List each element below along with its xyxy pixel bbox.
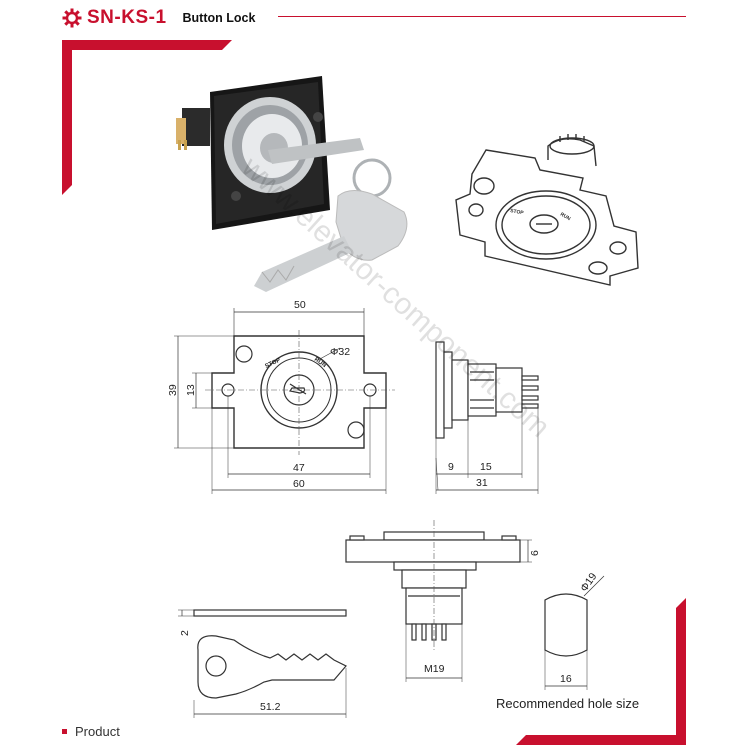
- footer: Product: [62, 724, 120, 739]
- dim-front-inner-width: 47: [293, 462, 305, 474]
- front-view: [174, 308, 395, 494]
- top-view: [345, 520, 532, 682]
- page-header: SN-KS-1 Button Lock: [62, 4, 255, 32]
- product-photo: [176, 76, 408, 292]
- gear-icon: [62, 8, 82, 28]
- footer-bullet-icon: [62, 729, 67, 734]
- dim-side-a: 9: [448, 461, 454, 473]
- dim-front-width-top: 50: [294, 299, 306, 311]
- isometric-drawing: [455, 134, 639, 286]
- dim-key-thickness: 2: [179, 630, 191, 636]
- key-drawing: [178, 609, 347, 718]
- dim-front-height: 39: [167, 384, 179, 396]
- header-rule: [278, 16, 686, 17]
- red-frame-bottom-right: [516, 598, 686, 745]
- model-number: SN-KS-1: [87, 7, 167, 28]
- dim-side-b: 15: [480, 461, 492, 473]
- dim-front-total-width: 60: [293, 478, 305, 490]
- hole-caption: Recommended hole size: [496, 696, 640, 711]
- dim-front-diameter: Φ32: [330, 346, 350, 358]
- footer-label: Product: [75, 724, 120, 739]
- dim-front-hole-spacing: 13: [185, 384, 197, 396]
- dim-bottom-plate: 6: [529, 550, 541, 556]
- dim-hole-diameter: Φ19: [578, 571, 599, 594]
- dim-side-total: 31: [476, 477, 488, 489]
- page-title: Button Lock: [182, 11, 256, 25]
- iso-run-label: RUN: [559, 212, 572, 223]
- iso-stop-label: STOP: [510, 208, 525, 216]
- hole-profile: [544, 575, 605, 690]
- dim-hole-flat: 16: [560, 673, 572, 685]
- side-view: [435, 341, 539, 494]
- dim-thread: M19: [424, 663, 445, 675]
- dim-key-length: 51.2: [260, 701, 281, 713]
